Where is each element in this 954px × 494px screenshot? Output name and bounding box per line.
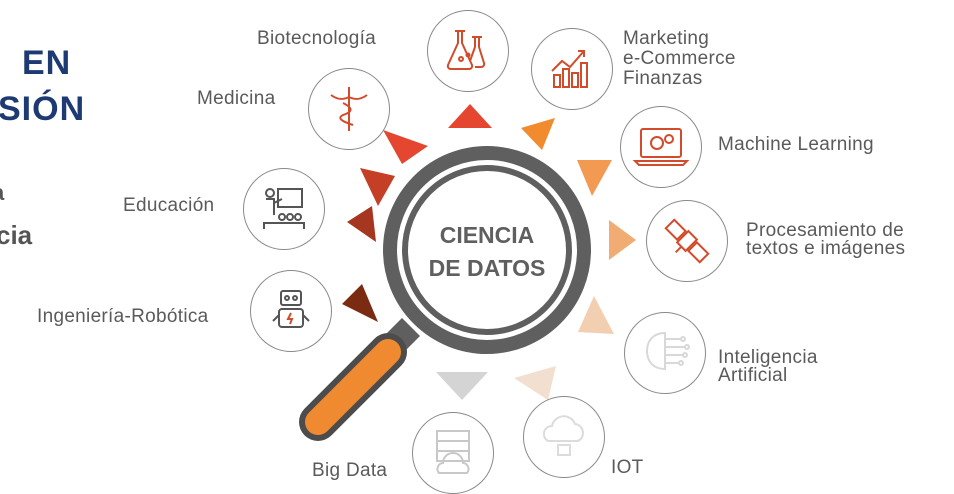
topic-circle-procesamiento (646, 200, 728, 282)
topic-label-marketing-3: Finanzas (623, 68, 703, 89)
topic-label-procesamiento-2: textos e imágenes (746, 238, 906, 259)
topic-label-inteligencia-1: Inteligencia (718, 347, 818, 368)
magnifier-handle (299, 333, 407, 441)
topic-circle-machine-learning (620, 106, 702, 188)
topic-circle-ingenieria (250, 270, 332, 352)
topic-label-educacion: Educación (123, 195, 215, 216)
growth-chart-icon (551, 50, 588, 88)
subtitle-line-1: a (0, 182, 4, 204)
topic-label-marketing-1: Marketing (623, 28, 710, 49)
ray-procesamiento (609, 220, 636, 260)
topic-circle-marketing (531, 28, 613, 110)
ray-machine-learning (577, 160, 612, 196)
topic-label-biotecnologia: Biotecnología (257, 28, 377, 49)
ray-medicina-2 (360, 168, 395, 206)
ray-inteligencia (578, 296, 614, 334)
topic-circle-educacion (243, 168, 325, 250)
topic-circle-iot (523, 396, 605, 478)
title-line-2: SIÓN (0, 90, 86, 128)
topic-circle-inteligencia (624, 312, 706, 394)
topic-label-big-data: Big Data (312, 460, 388, 481)
topic-label-machine-learning: Machine Learning (718, 134, 874, 155)
ray-marketing (521, 118, 555, 150)
topic-label-medicina: Medicina (197, 88, 276, 109)
satellite-icon (664, 218, 710, 264)
topic-label-iot: IOT (611, 457, 644, 478)
topic-circle-biotecnologia (427, 10, 509, 92)
brain-circuit-icon (645, 331, 690, 371)
ray-biotecnologia (448, 104, 492, 128)
flask-icon (446, 30, 486, 70)
topic-circle-big-data (412, 412, 494, 494)
teacher-board-icon (263, 188, 305, 229)
server-cloud-icon (436, 430, 470, 474)
topic-label-procesamiento-1: Procesamiento de (746, 220, 904, 241)
topic-circle-medicina (308, 68, 390, 150)
center-title-line-1: CIENCIA (439, 222, 535, 248)
title-line-1: EN (22, 44, 72, 82)
caduceus-icon (330, 87, 368, 131)
magnifier-ring-outer (383, 146, 591, 354)
ray-medicina (383, 130, 428, 164)
ray-ingenieria (342, 284, 378, 322)
ray-big-data (436, 372, 488, 400)
topic-label-marketing-2: e-Commerce (623, 48, 736, 69)
robot-icon (272, 290, 310, 328)
magnifier-lens-fill (387, 150, 587, 350)
ray-educacion (347, 206, 376, 242)
center-title-line-2: DE DATOS (428, 255, 546, 281)
magnifier-ring-inner (402, 165, 572, 335)
cloud-device-icon (542, 415, 584, 456)
topic-label-inteligencia-2: Artificial (718, 365, 788, 386)
subtitle-line-2: cia (0, 220, 33, 250)
ray-iot (514, 366, 556, 400)
topic-label-ingenieria: Ingeniería-Robótica (37, 306, 209, 327)
laptop-gears-icon (632, 128, 690, 166)
